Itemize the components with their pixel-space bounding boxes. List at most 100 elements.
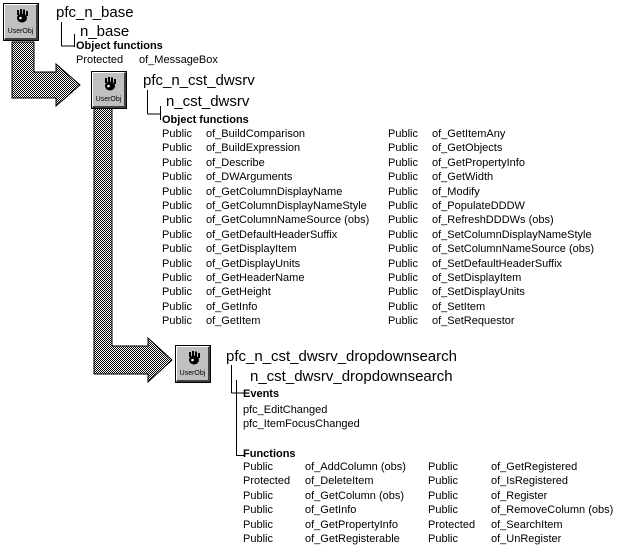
middle-functions-heading: Object functions: [162, 114, 249, 126]
function-scope: Public: [428, 489, 458, 502]
bottom-object-name: pfc_n_cst_dwsrv_dropdownsearch: [226, 348, 457, 365]
function-scope: Public: [162, 228, 192, 241]
function-name: of_GetDisplayUnits: [206, 257, 301, 270]
function-scope: Public: [388, 228, 418, 241]
inheritance-arrow-1: [11, 41, 81, 108]
userobj-icon-bottom[interactable]: UserObj: [175, 345, 211, 383]
function-scope: Public: [243, 504, 273, 517]
function-name: of_GetPropertyInfo: [432, 156, 525, 169]
function-scope: Public: [388, 142, 418, 155]
function-name: of_GetRegisterable: [305, 533, 400, 545]
function-scope: Public: [428, 533, 458, 545]
icon-label: UserObj: [7, 28, 34, 35]
function-scope: Public: [388, 128, 418, 140]
function-scope: Public: [388, 315, 418, 328]
function-name: of_PopulateDDDW: [432, 200, 525, 212]
function-scope: Public: [428, 475, 458, 488]
function-name: of_Register: [491, 489, 548, 502]
function-name: of_RemoveColumn (obs): [491, 504, 614, 517]
top-function-name: of_MessageBox: [139, 54, 218, 66]
function-name: of_GetItem: [206, 315, 261, 328]
function-name: of_IsRegistered: [491, 475, 569, 488]
function-name: of_RefreshDDDWs (obs): [432, 214, 554, 227]
function-name: of_GetColumnNameSource (obs): [206, 214, 370, 227]
function-name: of_GetColumnDisplayNameStyle: [206, 200, 367, 212]
function-scope: Public: [428, 461, 458, 473]
inheritance-arrow-2: [93, 107, 173, 384]
function-name: of_Describe: [206, 156, 265, 169]
function-scope: Public: [388, 171, 418, 184]
function-scope: Protected: [428, 518, 476, 531]
function-scope: Public: [243, 489, 273, 502]
icon-label: UserObj: [95, 96, 122, 103]
function-name: of_SearchItem: [491, 518, 563, 531]
function-name: of_GetRegistered: [491, 461, 578, 473]
function-name: of_UnRegister: [491, 533, 562, 545]
function-scope: Public: [162, 272, 192, 284]
function-scope: Public: [162, 128, 192, 140]
function-scope: Public: [162, 156, 192, 169]
function-scope: Public: [388, 286, 418, 299]
function-name: of_SetDefaultHeaderSuffix: [432, 257, 563, 270]
function-scope: Public: [388, 185, 418, 198]
function-name: of_GetColumnDisplayName: [206, 185, 343, 198]
function-scope: Public: [162, 257, 192, 270]
function-scope: Public: [162, 142, 192, 155]
middle-object-subname: n_cst_dwsrv: [166, 93, 250, 110]
function-name: of_BuildComparison: [206, 128, 306, 140]
function-name: of_Modify: [432, 185, 480, 198]
function-name: of_GetObjects: [432, 142, 503, 155]
function-name: of_GetInfo: [305, 504, 357, 517]
event-name: pfc_EditChanged: [243, 404, 328, 416]
function-scope: Public: [388, 257, 418, 270]
function-name: of_DWArguments: [206, 171, 293, 184]
top-function-scope: Protected: [76, 54, 124, 66]
function-scope: Public: [243, 461, 273, 473]
function-name: of_GetDisplayItem: [206, 243, 297, 256]
bottom-events-heading: Events: [243, 388, 280, 400]
function-scope: Public: [162, 214, 192, 227]
function-scope: Public: [388, 200, 418, 212]
function-scope: Public: [388, 243, 418, 256]
event-name: pfc_ItemFocusChanged: [243, 418, 360, 431]
user-object-icon: [189, 351, 200, 365]
function-scope: Public: [243, 518, 273, 531]
function-scope: Protected: [243, 475, 291, 488]
user-object-icon: [105, 77, 116, 91]
function-scope: Public: [162, 185, 192, 198]
function-name: of_SetColumnDisplayNameStyle: [432, 228, 592, 241]
function-scope: Public: [162, 243, 192, 256]
function-scope: Public: [428, 504, 458, 517]
user-object-icon: [17, 9, 28, 23]
function-scope: Public: [388, 272, 418, 284]
function-scope: Public: [243, 533, 273, 545]
function-name: of_GetHeight: [206, 286, 271, 299]
top-functions-heading: Object functions: [76, 40, 163, 52]
function-scope: Public: [388, 156, 418, 169]
function-scope: Public: [162, 315, 192, 328]
function-scope: Public: [162, 171, 192, 184]
function-name: of_SetColumnNameSource (obs): [432, 243, 595, 256]
top-object-name: pfc_n_base: [56, 4, 134, 21]
function-name: of_GetHeaderName: [206, 272, 305, 284]
function-name: of_GetInfo: [206, 300, 258, 313]
function-name: of_GetPropertyInfo: [305, 518, 398, 531]
function-scope: Public: [162, 200, 192, 212]
function-name: of_SetDisplayUnits: [432, 286, 525, 299]
function-name: of_BuildExpression: [206, 142, 301, 155]
function-name: of_SetRequestor: [432, 315, 515, 328]
middle-object-name: pfc_n_cst_dwsrv: [143, 72, 255, 89]
userobj-icon-middle[interactable]: UserObj: [91, 71, 127, 109]
function-scope: Public: [388, 214, 418, 227]
userobj-icon-top[interactable]: UserObj: [3, 3, 39, 41]
bottom-functions-heading: Functions: [243, 448, 296, 460]
function-name: of_AddColumn (obs): [305, 461, 406, 473]
function-name: of_SetDisplayItem: [432, 272, 522, 284]
function-name: of_GetItemAny: [432, 128, 506, 140]
function-name: of_GetWidth: [432, 171, 494, 184]
function-scope: Public: [162, 300, 192, 313]
bottom-object-subname: n_cst_dwsrv_dropdownsearch: [250, 368, 453, 385]
function-name: of_GetDefaultHeaderSuffix: [206, 228, 338, 241]
function-scope: Public: [162, 286, 192, 299]
